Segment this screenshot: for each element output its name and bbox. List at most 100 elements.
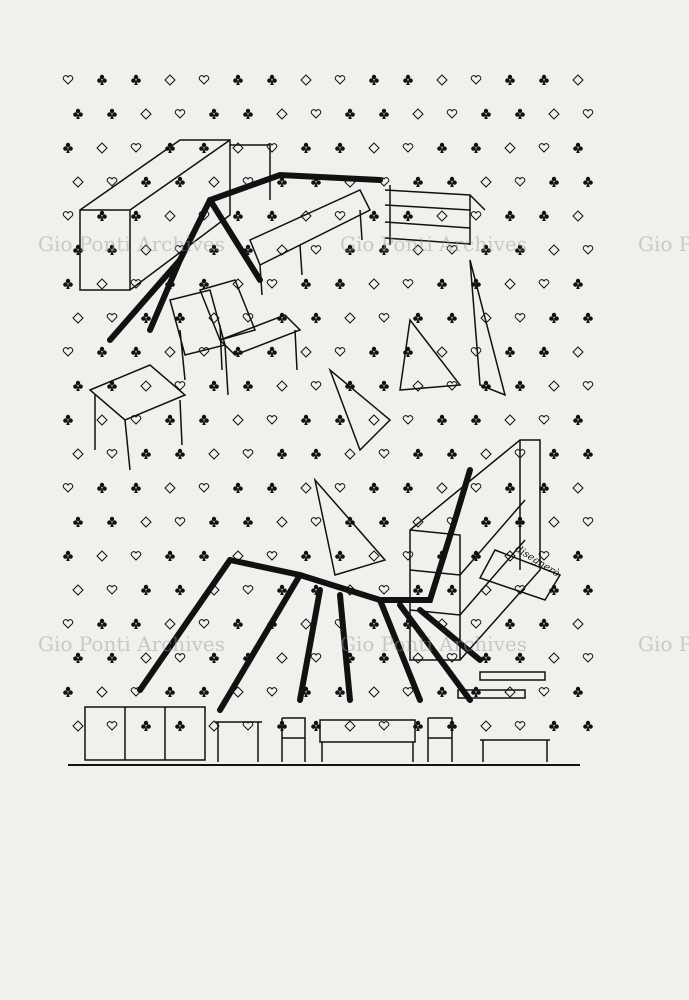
club-icon [515,652,525,663]
heart-icon [310,653,322,663]
club-icon [107,652,117,663]
heart-icon [266,551,278,561]
club-icon [107,380,117,391]
club-icon [141,448,151,459]
diamond-icon [480,176,492,188]
diamond-icon [232,414,244,426]
club-icon [573,142,583,153]
heart-icon [582,653,594,663]
diamond-icon [412,108,424,120]
club-icon [267,210,277,221]
club-icon [447,448,457,459]
diamond-icon [504,414,516,426]
diamond-icon [572,210,584,222]
club-icon [301,414,311,425]
club-icon [437,686,447,697]
heart-icon [538,687,550,697]
watermark: Gio Ponti Archives [638,232,689,256]
club-icon [583,176,593,187]
club-icon [379,652,389,663]
heart-icon [62,483,74,493]
diamond-icon [276,244,288,256]
heart-icon [106,449,118,459]
club-icon [335,414,345,425]
club-icon [471,142,481,153]
heart-icon [310,245,322,255]
club-icon [549,720,559,731]
club-icon [131,74,141,85]
heart-icon [310,109,322,119]
heart-icon [402,551,414,561]
heart-icon [242,313,254,323]
club-icon [583,720,593,731]
club-icon [165,414,175,425]
club-icon [437,414,447,425]
club-icon [379,380,389,391]
diamond-icon [368,550,380,562]
club-icon [505,618,515,629]
heart-icon [310,517,322,527]
club-icon [107,516,117,527]
heart-icon [174,517,186,527]
club-icon [141,720,151,731]
heart-icon [538,143,550,153]
club-icon [301,278,311,289]
diamond-icon [412,380,424,392]
diamond-icon [72,312,84,324]
club-icon [583,312,593,323]
club-icon [141,312,151,323]
club-icon [505,346,515,357]
diamond-icon [368,278,380,290]
club-icon [505,210,515,221]
diamond-icon [140,652,152,664]
diamond-icon [368,414,380,426]
heart-icon [198,75,210,85]
heart-icon [446,245,458,255]
club-icon [233,210,243,221]
club-icon [175,448,185,459]
diamond-icon [164,346,176,358]
diamond-icon [300,210,312,222]
heart-icon [582,517,594,527]
club-icon [447,312,457,323]
watermark: Gio Ponti Archives [340,632,528,656]
diamond-icon [572,618,584,630]
diamond-icon [504,142,516,154]
diamond-icon [140,244,152,256]
diamond-icon [436,74,448,86]
heart-icon [582,381,594,391]
heart-icon [62,211,74,221]
club-icon [335,550,345,561]
club-icon [97,346,107,357]
club-icon [515,108,525,119]
diamond-icon [344,720,356,732]
club-icon [107,244,117,255]
club-icon [233,482,243,493]
club-icon [277,448,287,459]
club-icon [345,516,355,527]
club-icon [437,142,447,153]
club-icon [73,380,83,391]
club-icon [311,448,321,459]
club-icon [335,142,345,153]
heart-icon [582,109,594,119]
club-icon [573,278,583,289]
diamond-icon [140,380,152,392]
heart-icon [334,483,346,493]
diamond-icon [96,686,108,698]
heart-icon [402,279,414,289]
club-icon [413,312,423,323]
club-icon [209,516,219,527]
heart-icon [266,279,278,289]
diamond-icon [276,516,288,528]
club-icon [233,618,243,629]
club-icon [209,380,219,391]
heart-icon [62,619,74,629]
heart-icon [378,585,390,595]
heart-icon [402,415,414,425]
club-icon [515,380,525,391]
club-icon [369,482,379,493]
diamond-icon [96,414,108,426]
club-icon [413,448,423,459]
